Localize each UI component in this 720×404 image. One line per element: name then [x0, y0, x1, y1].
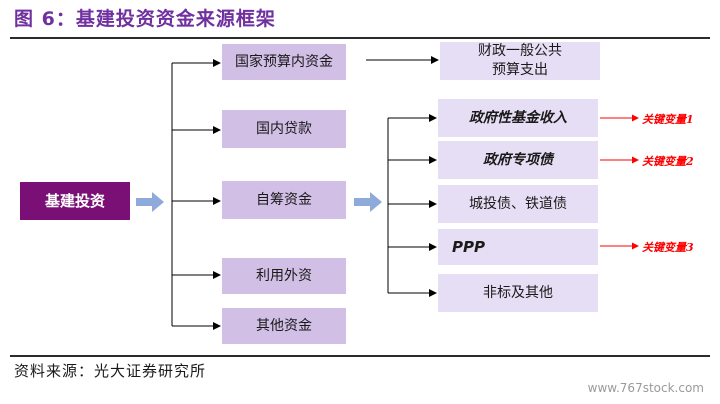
- watermark: www.767stock.com: [587, 381, 704, 395]
- bracket-level1: [171, 59, 221, 330]
- budget-detail-line-2: 预算支出: [492, 62, 548, 78]
- key-variable-2: 关键变量2: [642, 155, 694, 168]
- budget-detail-line-1: 财政一般公共: [478, 43, 562, 60]
- node-state-budget-funds: 国家预算内资金: [222, 44, 346, 80]
- key-variable-3: 关键变量3: [642, 241, 694, 254]
- key-variable-1: 关键变量1: [642, 113, 694, 126]
- node-other-funds: 其他资金: [222, 308, 346, 344]
- node-fiscal-public-budget-expenditure: 财政一般公共 预算支出: [440, 42, 600, 80]
- connector-lines: [136, 56, 639, 330]
- bracket-selfraised: [387, 114, 437, 297]
- node-domestic-loans: 国内贷款: [222, 110, 346, 148]
- root-node-infrastructure-investment: 基建投资: [20, 182, 130, 220]
- node-self-raised-funds: 自筹资金: [222, 181, 346, 219]
- top-rule: [10, 37, 710, 39]
- figure-title: 图 6：基建投资资金来源框架: [14, 8, 276, 30]
- node-chengtou-railway-bonds: 城投债、铁道债: [438, 185, 598, 223]
- node-non-standard-and-other: 非标及其他: [438, 274, 598, 312]
- node-government-fund-income: 政府性基金收入: [438, 99, 598, 137]
- node-foreign-investment: 利用外资: [222, 258, 346, 294]
- key-variable-arrows: [600, 114, 639, 250]
- block-arrow-root: [136, 192, 164, 212]
- bottom-rule: [10, 355, 710, 357]
- source-note: 资料来源：光大证券研究所: [14, 362, 207, 380]
- node-government-special-bonds: 政府专项债: [438, 141, 598, 179]
- block-arrow-selfraised: [354, 192, 382, 212]
- node-ppp: PPP: [438, 229, 598, 265]
